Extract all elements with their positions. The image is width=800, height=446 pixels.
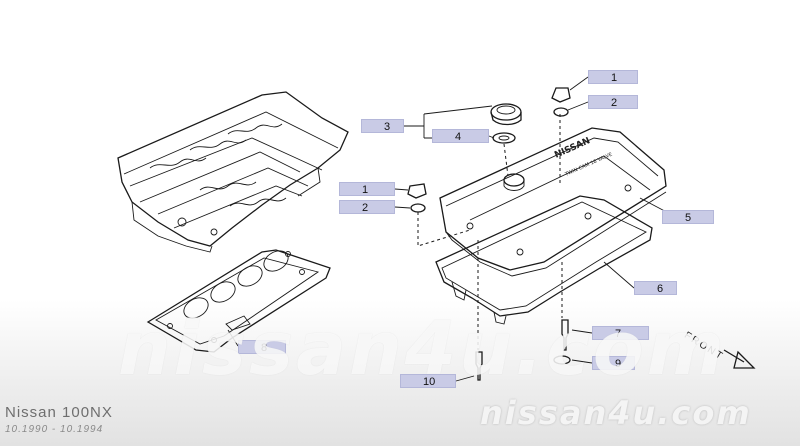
model-title: Nissan 100NX — [5, 404, 113, 421]
callout-1-upper[interactable]: 1 — [588, 70, 638, 84]
front-arrow-icon — [723, 349, 756, 369]
cover-text: NISSAN — [553, 136, 592, 161]
callout-10[interactable]: 10 — [400, 374, 456, 388]
callout-3[interactable]: 3 — [361, 119, 404, 133]
assembly-lines — [417, 114, 563, 350]
callout-1-lower[interactable]: 1 — [339, 182, 395, 196]
model-period: 10.1990 - 10.1994 — [5, 424, 104, 435]
rocker-gasket-drawing — [435, 195, 653, 325]
cover-text-small: TWIN CAM 16 VALVE — [563, 152, 613, 179]
callout-7[interactable]: 7 — [592, 326, 649, 340]
callout-5[interactable]: 5 — [662, 210, 714, 224]
oil-cap-drawing — [490, 103, 522, 144]
cylinder-head-drawing — [117, 91, 349, 253]
rocker-cover-drawing: NISSAN TWIN CAM 16 VALVE — [439, 127, 667, 277]
head-gasket-drawing — [146, 249, 331, 353]
callout-4[interactable]: 4 — [432, 129, 489, 143]
watermark-large: nissan4u.com — [118, 306, 727, 392]
callout-6[interactable]: 6 — [634, 281, 677, 295]
callout-2-upper[interactable]: 2 — [588, 95, 638, 109]
callout-9[interactable]: 9 — [592, 356, 635, 370]
spark-plugs-drawing — [475, 319, 571, 381]
background-gradient — [0, 300, 800, 446]
callout-2-lower[interactable]: 2 — [339, 200, 395, 214]
callout-8[interactable]: 8 — [238, 340, 286, 354]
watermark-small: nissan4u.com — [480, 394, 752, 432]
